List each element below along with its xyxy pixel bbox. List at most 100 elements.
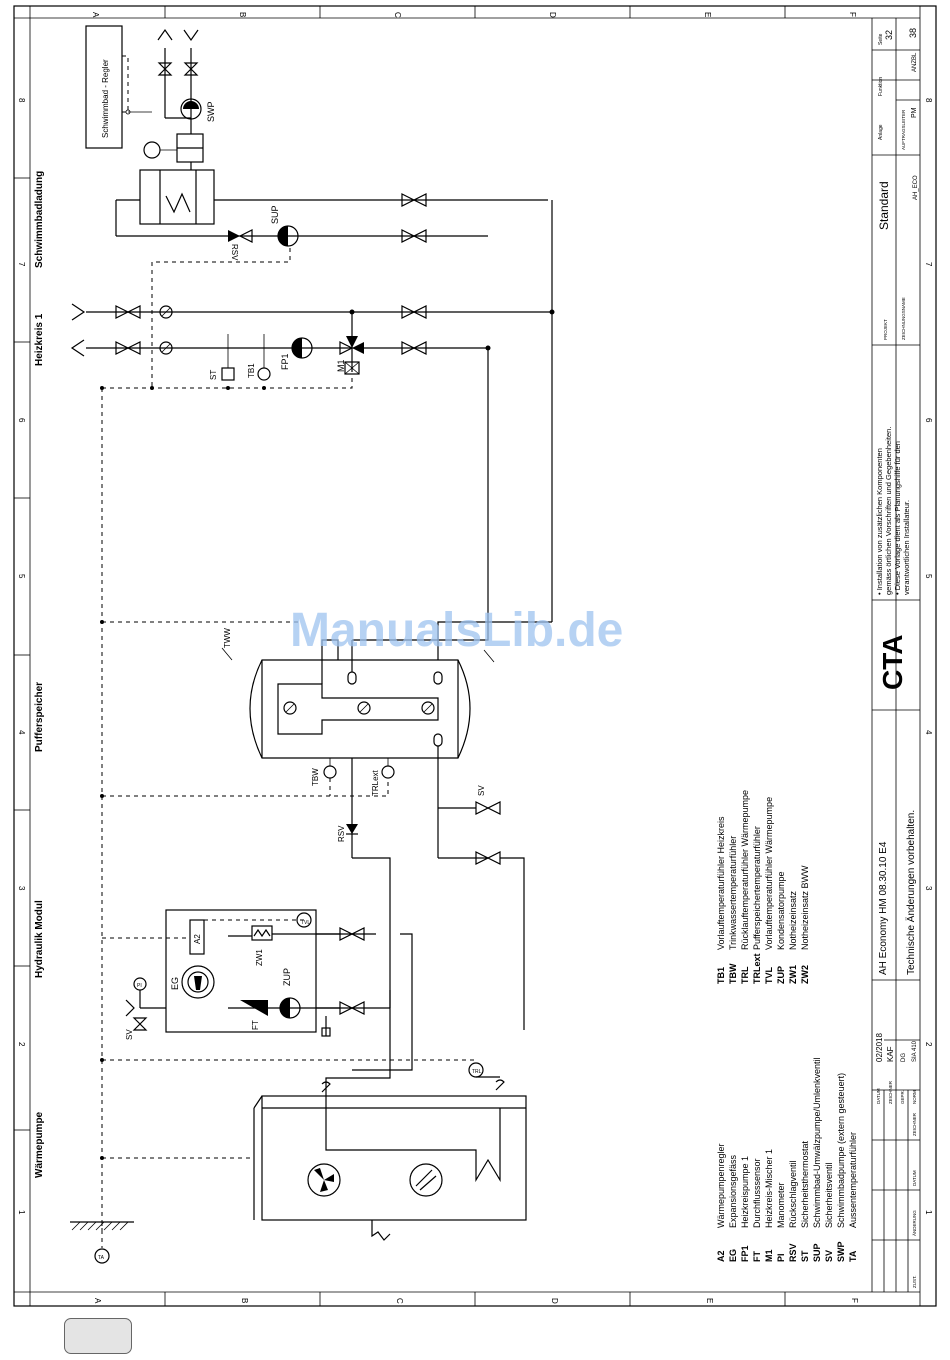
- st-label: ST: [209, 370, 218, 380]
- legend-left-code-sup: SUP: [812, 1243, 822, 1262]
- note-line-4: verantwortlichen Installateur.: [902, 500, 911, 595]
- pm-value: PM: [911, 107, 918, 118]
- legend-left-desc-ta: Aussentemperaturfühler: [848, 1132, 858, 1228]
- eg-label: EG: [170, 977, 180, 990]
- legend-right-code-tbw: TBW: [728, 963, 738, 984]
- grid-col-b-bottom: B: [240, 1298, 249, 1303]
- fp1-label: FP1: [280, 353, 290, 370]
- grid-column-ticks: [164, 6, 786, 1306]
- grid-row-4-right: 4: [924, 730, 933, 735]
- title-block: [871, 18, 920, 1292]
- grid-col-b-top: B: [238, 12, 247, 17]
- legend-left-desc-a2: Wärmepumpenregler: [716, 1143, 726, 1228]
- grid-row-2-right: 2: [924, 1042, 933, 1047]
- grid-row-8: 8: [17, 98, 26, 103]
- tww-label: TWW: [223, 628, 232, 648]
- page-tab-button[interactable]: [64, 1318, 132, 1354]
- drawing-title: AH Economy HM 08.30.10 E4: [878, 841, 889, 975]
- grid-col-a-top: A: [91, 12, 100, 18]
- section-schwimmbad: Schwimmbadladung: [34, 171, 45, 268]
- grid-row-5: 5: [17, 574, 26, 579]
- norm-label: NORM: [912, 1090, 917, 1104]
- legend-right-desc-tvl: Vorlauftemperaturfühler Wärmepumpe: [764, 797, 774, 950]
- waermepumpe-unit: [253, 1079, 527, 1241]
- legend-left-code-ft: FT: [752, 1251, 762, 1262]
- section-pufferspeicher: Pufferspeicher: [34, 682, 45, 752]
- grid-col-e-top: E: [703, 12, 712, 17]
- note-line-2: gemäss örtlichen Vorschriften und Gegebe…: [884, 427, 893, 595]
- schwimmbad-valves: RSV SUP: [228, 193, 427, 261]
- zeichner-label: ZEICHNER: [888, 1080, 893, 1104]
- schwimmbad-regler-label: Schwimmbad - Regler: [101, 59, 110, 138]
- legend-left-desc-st: Sicherheitsthermostat: [800, 1140, 810, 1228]
- ft-label: FT: [251, 1020, 260, 1030]
- zeichnungsname-label: ZEICHNUNGSNAME: [901, 297, 906, 340]
- note-line-1: • Installation von zusätzlichen Komponen…: [875, 448, 884, 595]
- legend-left-desc-eg: Expansionsgefäss: [728, 1154, 738, 1228]
- section-waermepumpe: Wärmepumpe: [34, 1111, 45, 1178]
- sup-label: SUP: [270, 205, 280, 224]
- trlext-label: TRLext: [371, 769, 380, 796]
- legend-right-code-zup: ZUP: [776, 966, 786, 984]
- grid-col-c-bottom: C: [395, 1298, 404, 1304]
- tank-sensors: TBW TRLext: [311, 758, 395, 796]
- legend-right-code-tvl: TVL: [764, 966, 774, 984]
- grid-col-a-bottom: A: [93, 1298, 102, 1304]
- legend-left-code-fp1: FP1: [740, 1245, 750, 1262]
- grid-row-1: 1: [17, 1210, 26, 1215]
- grid-row-2: 2: [17, 1042, 26, 1047]
- seite-label: Seite: [878, 33, 884, 45]
- grid-col-d-bottom: D: [550, 1298, 559, 1304]
- trlext-sensor-icon: [381, 765, 395, 779]
- grid-row-ticks: [14, 177, 30, 1131]
- legend-left: A2 Wärmepumpenregler EG Expansionsgefäss…: [716, 1057, 858, 1262]
- legend-left-desc-rsv: Rückschlagventil: [788, 1160, 798, 1228]
- swp-branch: SWP: [143, 28, 216, 163]
- section-hydraulik-modul: Hydraulik Modul: [34, 900, 45, 978]
- standard-label: Standard: [877, 181, 891, 230]
- legend-right-desc-zup: Kondensatorpumpe: [776, 871, 786, 950]
- legend-left-desc-fp1: Heizkreispumpe 1: [740, 1156, 750, 1228]
- m1-label: M1: [336, 359, 346, 372]
- grid-col-f-bottom: F: [850, 1298, 859, 1303]
- grid-col-d-top: D: [548, 12, 557, 18]
- grid-row-6-right: 6: [924, 418, 933, 423]
- grid-row-8-right: 8: [924, 98, 933, 103]
- schwimmbad-regler: Schwimmbad - Regler: [85, 25, 123, 149]
- gepr-value: DG: [901, 1053, 907, 1062]
- legend-right-desc-zw2: Notheizeinsatz BWW: [800, 865, 810, 950]
- sv-modul-label: SV: [125, 1029, 134, 1040]
- grid-row-1-right: 1: [924, 1210, 933, 1215]
- legend-right-code-tb1: TB1: [716, 967, 726, 984]
- grid-row-4: 4: [17, 730, 26, 735]
- grid-row-labels: 1 2 3 4 5 6 7 8 1 2 3 4 5 6 7 8: [17, 98, 933, 1215]
- legend-left-desc-ft: Durchflusssensor: [752, 1158, 762, 1228]
- seite-value: 32: [884, 30, 894, 40]
- title-block-text: AH Economy HM 08.30.10 E4 Technische Änd…: [875, 28, 919, 1288]
- anzbl-label: ANZBL: [912, 52, 918, 72]
- legend-left-code-rsv: RSV: [788, 1243, 798, 1262]
- ah-eco-label: AH_ECO: [913, 175, 919, 200]
- zeichner-label-2: ZEICHNER: [912, 1112, 917, 1136]
- compressor-icon: [409, 1163, 443, 1197]
- zup-label: ZUP: [282, 968, 292, 986]
- tbw-label: TBW: [311, 768, 320, 786]
- legend-right-desc-zw1: Notheizeinsatz: [788, 890, 798, 950]
- tb1-sensor-icon: [257, 367, 271, 381]
- a2-label: A2: [193, 934, 202, 944]
- gepr-label: GEPR.: [900, 1090, 905, 1104]
- funktion-label: Funktion: [878, 77, 884, 96]
- norm-value: SIA 410: [912, 1040, 918, 1062]
- legend-right-desc-trl: Rücklauftemperaturfühler Wärmepumpe: [740, 790, 750, 950]
- grid-row-7-right: 7: [924, 262, 933, 267]
- legend-left-desc-sup: Schwimmbad-Umwälzpumpe/Umlenkventil: [812, 1057, 822, 1228]
- grid-col-e-bottom: E: [705, 1298, 714, 1303]
- modul-connections: PI SV: [125, 927, 413, 1071]
- sv-tank-label: SV: [477, 785, 486, 796]
- legend-left-desc-m1: Heizkreis-Mischer 1: [764, 1149, 774, 1228]
- legend-left-desc-swp: Schwimmbadpumpe (extern gesteuert): [836, 1073, 846, 1228]
- zw1-label: ZW1: [255, 949, 264, 966]
- cta-logo: CTA: [877, 635, 908, 690]
- grid-row-7: 7: [17, 262, 26, 267]
